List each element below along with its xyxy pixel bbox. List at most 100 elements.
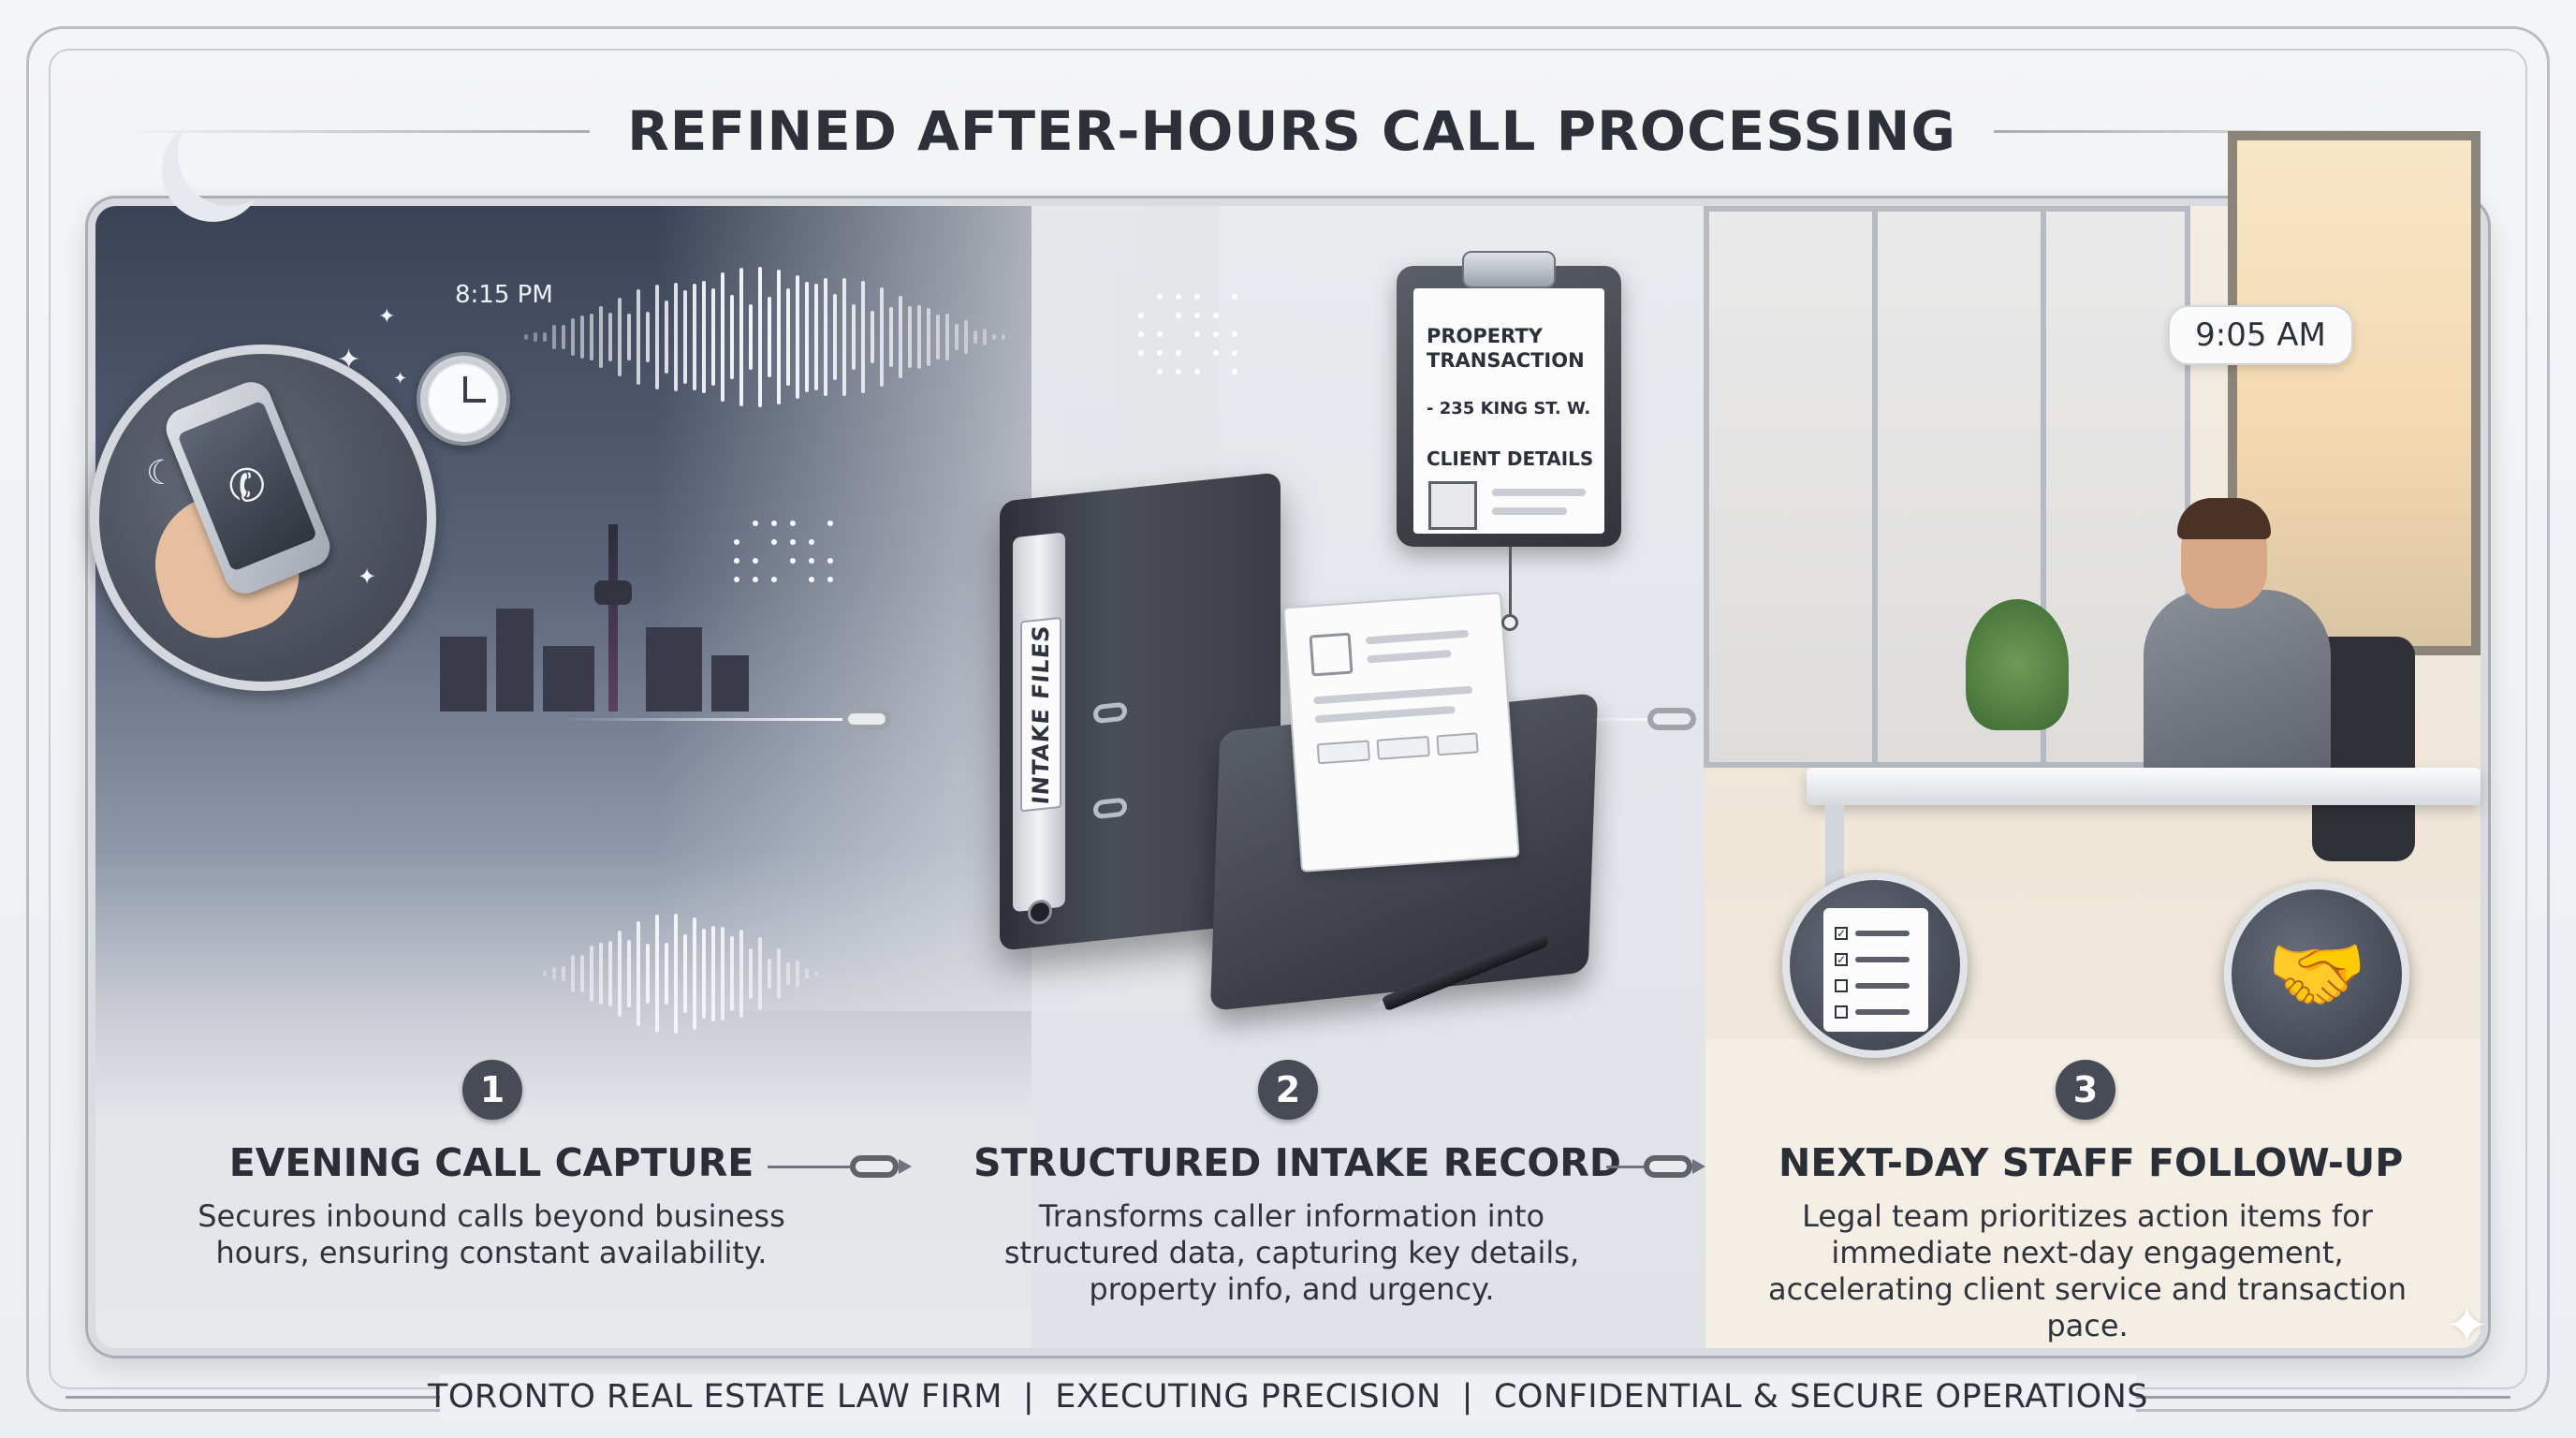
glass-divider [2041,206,2046,768]
title-row: REFINED AFTER-HOURS CALL PROCESSING [112,94,2471,169]
step-3-title: NEXT-DAY STAFF FOLLOW-UP [1778,1140,2404,1185]
decorative-dot [771,577,777,582]
office-desk [1807,768,2481,805]
waveform-bar [758,936,762,1011]
cn-tower [608,524,618,712]
waveform-bar [543,971,547,976]
waveform-bar [768,297,771,377]
waveform-bar [777,269,781,405]
decorative-dot [771,521,777,526]
decorative-dot [1176,369,1181,374]
connector-line [768,1165,850,1168]
check-line [1855,957,1910,962]
binder-ring [1093,797,1127,820]
data-dots [1138,294,1251,388]
waveform-bar [973,330,977,344]
decorative-dot [1157,331,1163,337]
footer-rule-left [66,1396,440,1399]
clock-icon [417,352,510,446]
empty-box [1835,979,1848,992]
waveform-bar [571,955,575,992]
waveform-bar [702,928,706,1020]
cn-tower-pod [594,580,632,605]
decorative-dot [1232,369,1237,374]
doc-field [1316,740,1371,765]
audio-waveform-bottom [543,899,842,1049]
step-1-title: EVENING CALL CAPTURE [228,1140,754,1185]
decorative-dot [1157,294,1163,300]
decorative-dot [1232,350,1237,356]
handshake-icon: 🤝 [2224,882,2409,1067]
check-line [1855,931,1910,936]
waveform-bar [580,315,584,359]
waveform-bar [786,287,790,387]
waveform-bar [1002,334,1005,340]
callout-line [1509,547,1512,618]
waveform-bar [824,278,827,396]
waveform-bar [711,287,715,387]
decorative-dot [790,539,796,545]
step-1-description: Secures inbound calls beyond business ho… [198,1198,785,1270]
waveform-bar [768,959,771,989]
doc-line [1492,489,1586,496]
clock-hand [465,399,486,403]
star-icon: ✦ [393,369,408,389]
waveform-bar [618,297,622,377]
step-2-number: 2 [1258,1060,1318,1120]
empty-box [1835,1005,1848,1019]
decorative-dot [1232,331,1237,337]
checked-box: ✓ [1835,953,1848,966]
clipboard-heading: PROPERTY TRANSACTION [1427,325,1585,372]
waveform-bar [730,295,734,379]
waveform-bar [814,283,818,391]
waveform-bar [590,946,593,1002]
waveform-bar [908,306,912,368]
arrow-right-icon [899,1159,912,1174]
waveform-bar [955,323,959,351]
skyline-building [496,609,534,712]
decorative-dot [1194,369,1200,374]
waveform-bar [936,315,940,360]
waveform-bar [749,303,753,371]
phone-call-medallion: ✆ ☾ ✦ [90,345,436,691]
waveform-bar [562,324,565,350]
plant-illustration [1966,599,2069,730]
star-icon: ✦ [358,564,377,590]
clock-hand [463,376,467,403]
waveform-bar [637,920,640,1027]
decorative-dot [809,577,814,582]
waveform-bar [627,940,631,1007]
binder-label-text: INTAKE FILES [1028,623,1054,806]
decorative-dot [1138,331,1144,337]
decorative-dot [790,558,796,564]
morning-time-badge: 9:05 AM [2168,305,2353,365]
star-icon: ✦ [378,305,396,329]
doc-line [1365,629,1470,645]
property-clipboard: PROPERTY TRANSACTION - 235 KING ST. W. C… [1397,251,1621,547]
waveform-bar [739,268,743,406]
decorative-dot [1213,331,1219,337]
decorative-dot [827,521,833,526]
waveform-bar [927,308,930,366]
waveform-bar [646,311,650,363]
step-2-description: Transforms caller information into struc… [1003,1198,1580,1307]
waveform-bar [571,317,575,357]
decorative-dot [827,577,833,582]
waveform-bar [749,947,753,1000]
waveform-bar [871,311,874,363]
decorative-dot [753,558,758,564]
connector-line [562,717,842,721]
decorative-dot [1213,313,1219,318]
waveform-bar [665,301,668,374]
doc-line [1367,650,1452,664]
skyline-building [440,637,487,712]
waveform-bar [880,286,884,388]
connector-1-2 [768,1155,912,1178]
waveform-bar [646,943,650,1005]
left-lower-background [95,1011,1032,1348]
decorative-dot [1157,350,1163,356]
waveform-bar [599,306,603,368]
skyline-building [646,627,702,712]
footer-firm: TORONTO REAL ESTATE LAW FIRM [428,1378,1003,1416]
waveform-bar [683,289,687,385]
